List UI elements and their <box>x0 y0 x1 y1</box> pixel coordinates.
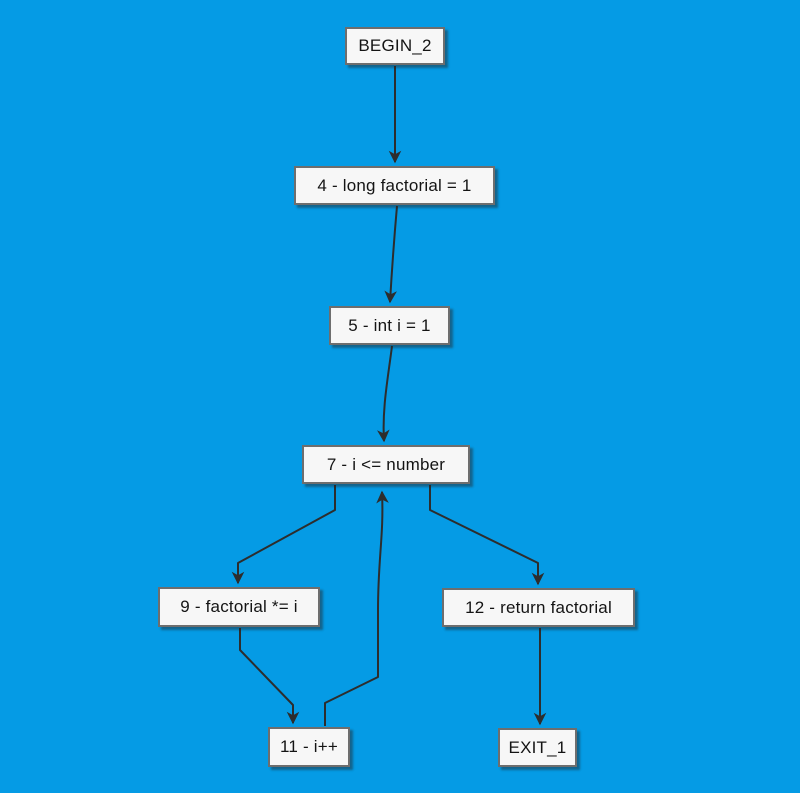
node-9[interactable]: 9 - factorial *= i <box>158 587 320 627</box>
node-exit-1-label: EXIT_1 <box>508 737 567 757</box>
edge-node-9-to-node-11 <box>239 628 300 725</box>
node-4[interactable]: 4 - long factorial = 1 <box>294 166 495 205</box>
node-begin-2[interactable]: BEGIN_2 <box>345 27 445 65</box>
edge-node-5-to-node-7 <box>377 345 393 443</box>
node-7[interactable]: 7 - i <= number <box>302 445 470 484</box>
edge-node-11-to-node-7 <box>324 490 389 726</box>
edge-node-7-to-node-12 <box>429 485 545 586</box>
node-exit-1[interactable]: EXIT_1 <box>498 728 577 767</box>
node-5-label: 5 - int i = 1 <box>348 315 431 335</box>
node-12-label: 12 - return factorial <box>465 597 612 617</box>
node-5[interactable]: 5 - int i = 1 <box>329 306 450 345</box>
node-4-label: 4 - long factorial = 1 <box>317 175 472 195</box>
node-9-label: 9 - factorial *= i <box>180 597 298 616</box>
node-begin-2-label: BEGIN_2 <box>358 36 432 55</box>
node-12[interactable]: 12 - return factorial <box>442 588 635 627</box>
node-7-label: 7 - i <= number <box>326 454 446 474</box>
edge-node-4-to-node-5 <box>384 205 398 304</box>
node-11[interactable]: 11 - i++ <box>268 727 350 767</box>
node-11-label: 11 - i++ <box>280 737 338 756</box>
edge-node-7-to-node-9 <box>231 485 336 585</box>
